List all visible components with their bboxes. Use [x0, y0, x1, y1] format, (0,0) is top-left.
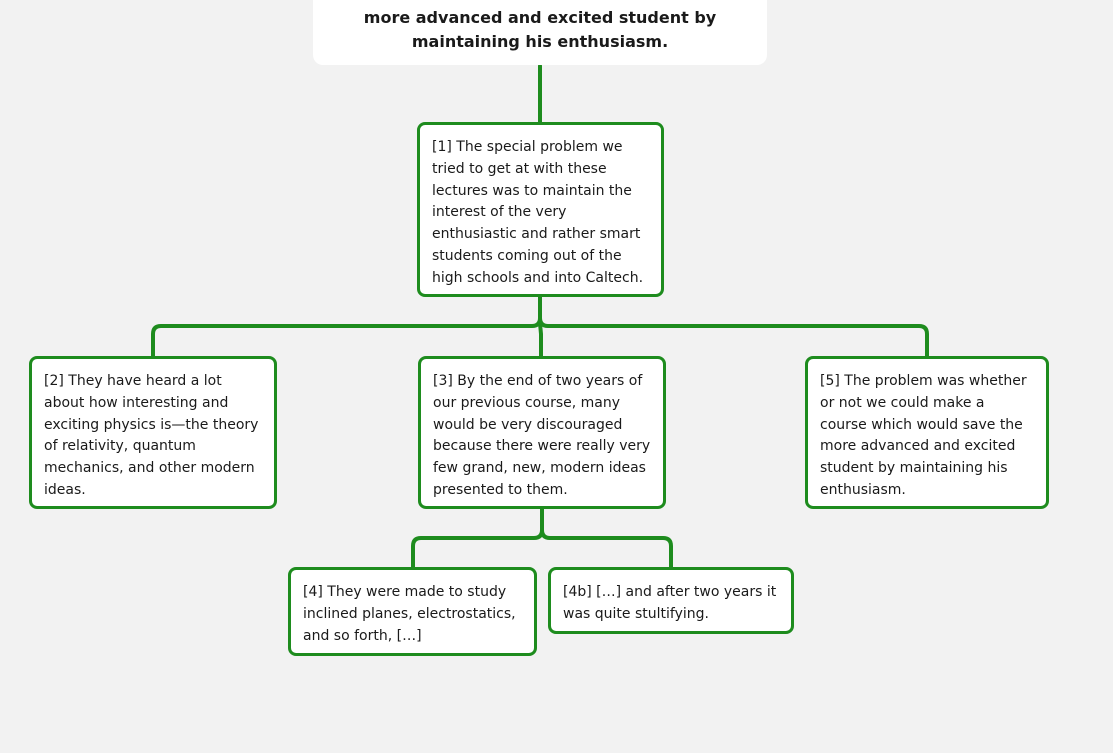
node-5[interactable]: [5] The problem was whether or not we co…: [805, 356, 1049, 509]
connector-1-to-5: [538, 294, 929, 359]
node-4b[interactable]: [4b] […] and after two years it was quit…: [548, 567, 794, 634]
node-3[interactable]: [3] By the end of two years of our previ…: [418, 356, 666, 509]
node-4[interactable]: [4] They were made to study inclined pla…: [288, 567, 537, 656]
node-2[interactable]: [2] They have heard a lot about how inte…: [29, 356, 277, 509]
connector-3-to-4b: [540, 505, 673, 571]
node-1[interactable]: [1] The special problem we tried to get …: [417, 122, 664, 297]
connector-1-to-2: [151, 294, 542, 359]
root-topic-text: more advanced and excited student by mai…: [363, 8, 717, 51]
node-4b-text: [4b] […] and after two years it was quit…: [563, 584, 777, 622]
root-topic-card[interactable]: more advanced and excited student by mai…: [313, 0, 767, 65]
node-3-text: [3] By the end of two years of our previ…: [433, 373, 651, 498]
connector-3-to-4: [411, 505, 544, 571]
node-2-text: [2] They have heard a lot about how inte…: [44, 373, 259, 498]
node-5-text: [5] The problem was whether or not we co…: [820, 373, 1027, 498]
node-4-text: [4] They were made to study inclined pla…: [303, 584, 516, 644]
node-1-text: [1] The special problem we tried to get …: [432, 139, 644, 286]
